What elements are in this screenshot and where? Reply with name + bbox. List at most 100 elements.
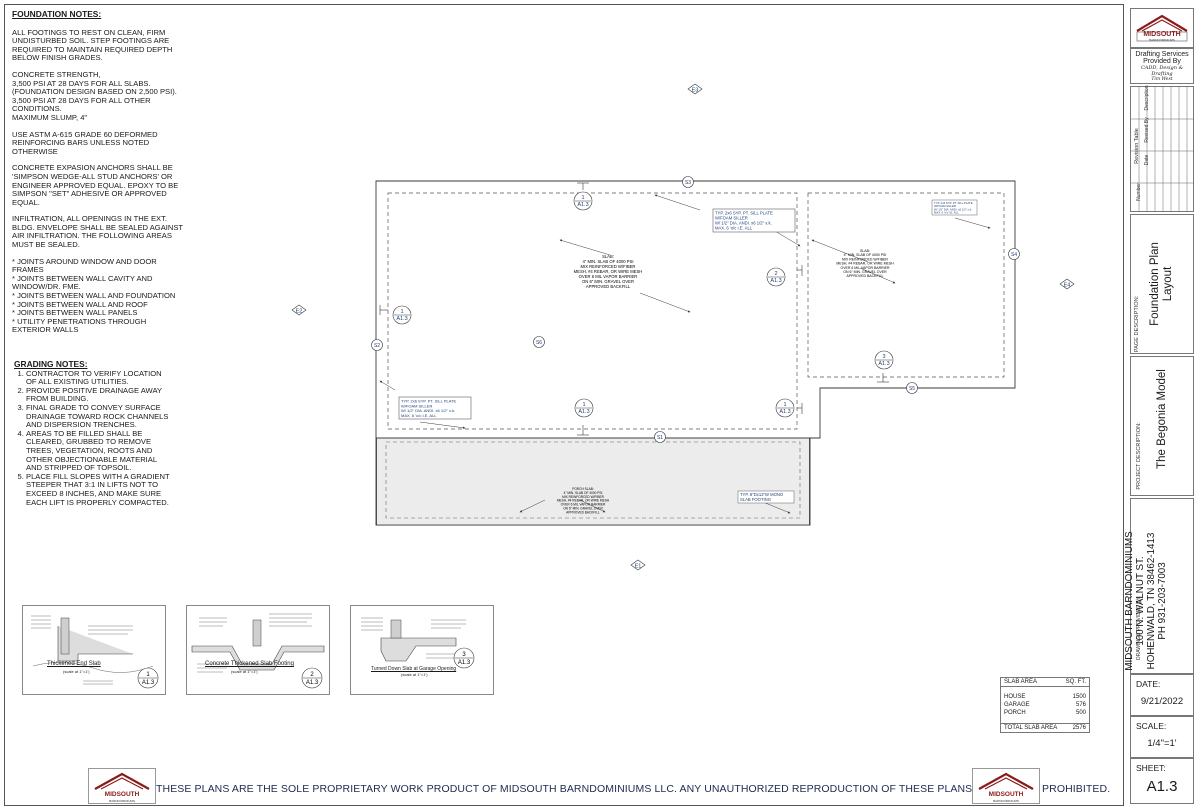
company-city: HOHENWALD, TN 38462-1413: [1146, 532, 1157, 670]
sheet-block: SHEET: A1.3: [1130, 758, 1194, 804]
logo-text: MIDSOUTH: [104, 791, 140, 798]
note-line: W/FOAM SILLER: [715, 216, 748, 221]
note-line: W/FOAM SILLER: [934, 204, 956, 208]
slab-area-table: SLAB AREA SQ. FT. HOUSE 1500 GARAGE 576 …: [1000, 677, 1090, 733]
grading-notes: GRADING NOTES: CONTRACTOR TO VERIFY LOCA…: [12, 360, 172, 507]
elevation-tag-e2: E2: [296, 309, 303, 315]
company-phone: PH 931-203-7003: [1157, 562, 1168, 640]
note-line: OVER 6 MIL VAPOR BARRIER: [579, 274, 638, 279]
note-paragraph: CONCRETE EXPASION ANCHORS SHALL BE 'SIMP…: [12, 163, 179, 207]
note-paragraph: USE ASTM A-615 GRADE 60 DEFORMED REINFOR…: [12, 129, 158, 156]
callout-num: 1: [581, 195, 584, 201]
barn-roof-icon: [1136, 14, 1188, 42]
title-block: MIDSOUTH BARNDOMINIUMS Drafting Services…: [1124, 4, 1196, 806]
callout-sheet: A1.3: [878, 361, 889, 367]
note-line: MESH, #4 REBAR, OR WIRE MESH: [557, 499, 610, 503]
callout-sheet: A1.3: [779, 409, 790, 415]
project-desc-label: PROJECT DESCRIPTION:: [1136, 422, 1142, 490]
revision-header: Number: [1136, 183, 1142, 201]
grading-item: AREAS TO BE FILLED SHALL BE CLEARED, GRU…: [26, 429, 172, 473]
page-description: PAGE DESCRIPTION: Foundation Plan Layout: [1130, 214, 1194, 354]
note-line: W/FOAM SILLER: [401, 403, 432, 408]
logo-subtext: BARNDOMINIUMS: [993, 799, 1019, 803]
note-line: ON 6" MIN. GRAVEL OVER: [582, 279, 634, 284]
detail-drawing: 1 A1.3: [31, 615, 159, 689]
table-row: GARAGE 576: [1001, 701, 1089, 709]
note-line: PORCH SLAB:: [572, 487, 594, 491]
foundation-plan: E3 E2 E4 E1 S3 S2 S6 S4 S5 S1 1 A1.3 1 A…: [291, 83, 1075, 571]
date-value: 9/21/2022: [1140, 696, 1184, 707]
scale-label: SCALE:: [1136, 721, 1167, 731]
revision-header: Description: [1144, 85, 1150, 111]
company-name: MIDSOUTH BARNDOMINIUMS: [1124, 531, 1135, 671]
detail-drawing: 2 A1.3: [191, 613, 325, 689]
barn-roof-icon: [978, 772, 1034, 790]
note-line: APPROVED BACKFILL: [847, 274, 884, 278]
detail-num: 1: [146, 672, 150, 678]
callout-sheet: A1.3: [577, 202, 588, 208]
title-logo: MIDSOUTH BARNDOMINIUMS: [1130, 8, 1194, 48]
drafting-line: Drafting Services: [1135, 51, 1189, 58]
callout-num: 1: [400, 309, 403, 315]
section-tag-s1: S1: [657, 435, 663, 441]
header-cell: SQ. FT.: [1065, 679, 1086, 685]
note-line: MIX REINFORCED W/FIBER: [842, 257, 888, 261]
company-block: MIDSOUTH BARNDOMINIUMS 100 N. WALNUT ST.…: [1124, 516, 1168, 686]
note-line: ON 6" MIN. GRAVEL OVER: [563, 507, 603, 511]
table-cell: 576: [1075, 702, 1086, 708]
table-cell: 1500: [1072, 694, 1086, 700]
table-cell: 500: [1075, 710, 1086, 716]
house-footing-dashed: [387, 192, 798, 430]
note-line: W/ 1/2" DIA. ANDI. x6 1/2" x.k.: [934, 207, 972, 211]
porch-footing-dashed: [385, 441, 801, 519]
sheet-border: [4, 4, 1124, 806]
grading-item: PLACE FILL SLOPES WITH A GRADIENT STEEPE…: [26, 472, 172, 507]
scale-block: SCALE: 1/4"=1': [1130, 716, 1194, 758]
scale-value: 1/4"=1': [1147, 738, 1177, 749]
table-header: SLAB AREA SQ. FT.: [1001, 678, 1089, 687]
note-line: OVER 6 MIL VAPOR BARRIER: [561, 503, 606, 507]
detail-caption: Thickened End Slab: [47, 661, 101, 667]
company-info: DRAWINGS PROVIDED BY: MIDSOUTH BARNDOMIN…: [1124, 498, 1194, 674]
page-desc-label: PAGE DESCRIPTION:: [1134, 295, 1140, 353]
section-tag-s4: S4: [1011, 252, 1017, 258]
detail-sheet: A1.3: [458, 660, 471, 666]
table-cell: HOUSE: [1004, 694, 1026, 700]
note-line: MIX REINFORCED W/FIBER: [581, 264, 636, 269]
drafting-line: CADD, Design & Drafting: [1140, 65, 1184, 77]
note-line: TYP. 8"Dx12"W MONO: [740, 492, 784, 497]
barn-roof-icon: [94, 772, 150, 790]
note-line: TYP. 2x6 SYP. PT. SILL PLATE: [401, 399, 457, 404]
table-row: HOUSE 1500: [1001, 693, 1089, 701]
detail-thickened-end-slab: 1 A1.3 Thickened End Slab (scale at 1"=1…: [22, 605, 166, 695]
note-line: ON 6" MIN. GRAVEL OVER: [843, 270, 887, 274]
detail-concrete-thickened-slab-footing: 2 A1.3 Concrete Thickened Slab Footing (…: [186, 605, 330, 695]
revision-grid: [1131, 87, 1193, 211]
elevation-tag-e1: E1: [635, 564, 642, 570]
note-line: MESH, #4 REBAR, OR WIRE MESH: [836, 262, 894, 266]
note-paragraph: INFILTRATION, ALL OPENINGS IN THE EXT. B…: [12, 214, 183, 250]
porch-slab: [376, 437, 810, 526]
note-line: MAX. 6 'o/c I.E. ALL: [934, 211, 959, 215]
detail-sheet: A1.3: [306, 680, 319, 686]
note-line: W/ 1/2" DIA. ANDI. x6 1/2" x.k.: [401, 408, 455, 413]
footer-logo-right: MIDSOUTH BARNDOMINIUMS: [972, 768, 1040, 804]
foundation-notes: FOUNDATION NOTES: ALL FOOTINGS TO REST O…: [12, 10, 187, 343]
grading-notes-title: GRADING NOTES:: [14, 359, 88, 369]
callout-num: 1: [582, 402, 585, 408]
project-description: PROJECT DESCRIPTION: The Begonia Model: [1130, 356, 1194, 496]
note-line: W/ 1/2" DIA. ANDI. x6 1/2" x.k.: [715, 221, 772, 226]
foundation-notes-title: FOUNDATION NOTES:: [12, 9, 102, 19]
date-label: DATE:: [1136, 679, 1161, 689]
detail-caption: Turned Down Slab at Garage Opening: [371, 666, 457, 672]
logo-text: MIDSOUTH: [988, 791, 1024, 798]
section-tag-s2: S2: [374, 343, 380, 349]
sheet-number: A1.3: [1146, 778, 1178, 795]
elevation-tags: [291, 83, 1075, 571]
callout-num: 3: [882, 354, 885, 360]
note-line: TYP. 2x6 SYP. PT. SILL PLATE: [934, 201, 973, 205]
